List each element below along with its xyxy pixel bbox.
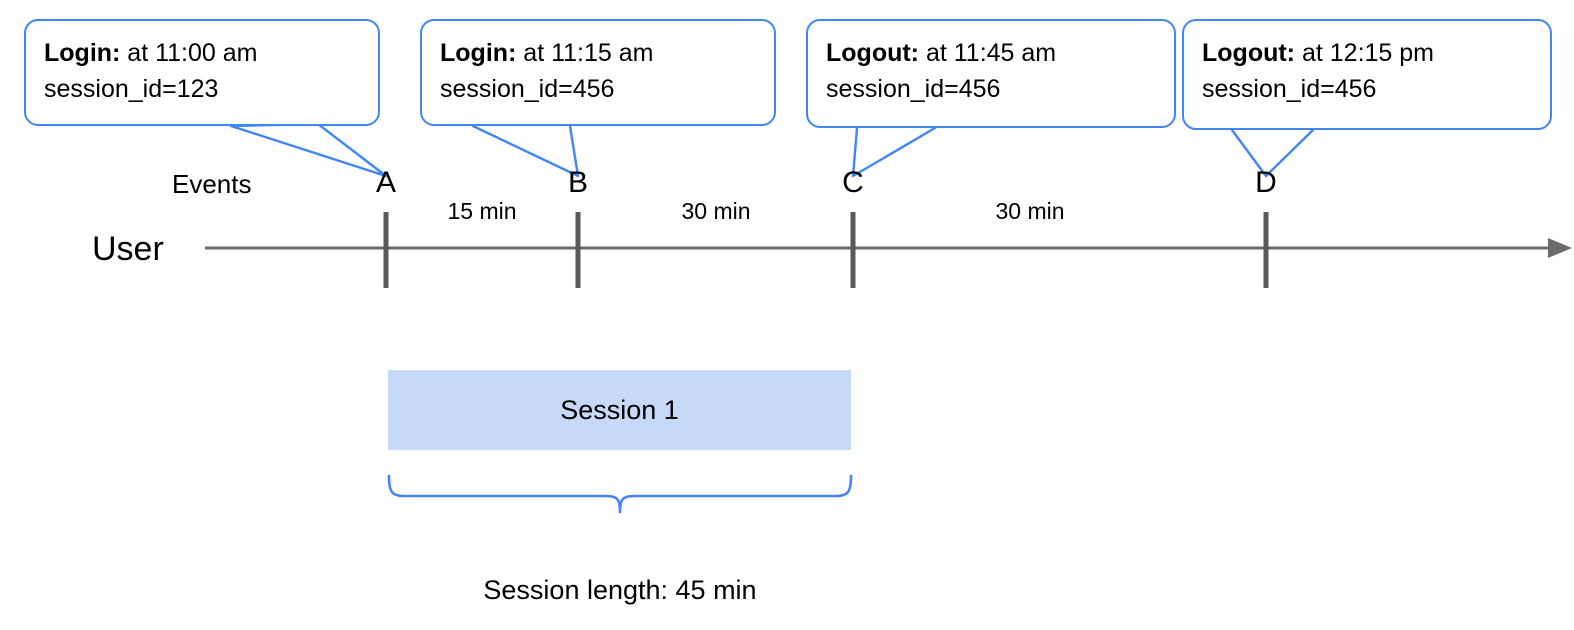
callout-b-lead: Login:: [440, 39, 517, 67]
interval-label-a-b: 15 min: [447, 198, 517, 224]
callout-c-line-2: session_id=456: [826, 75, 1001, 103]
callout-c-lead: Logout:: [826, 39, 920, 67]
callout-d-time: at 12:15 pm: [1295, 39, 1434, 67]
event-letter-b: B: [567, 166, 588, 199]
callout-d-lead: Logout:: [1202, 39, 1296, 67]
callout-b-line-1: Login: at 11:15 am: [440, 35, 756, 71]
session-span-brace: [387, 474, 853, 514]
callout-a-line-1: Login: at 11:00 am: [44, 35, 360, 71]
session-bar[interactable]: Session 1: [388, 370, 851, 450]
callout-d-line-1: Logout: at 12:15 pm: [1202, 35, 1532, 71]
events-row-label: Events: [172, 169, 252, 199]
callout-bubble-d[interactable]: Logout: at 12:15 pm session_id=456: [1182, 19, 1552, 130]
callout-d-line-2: session_id=456: [1202, 75, 1377, 103]
event-letter-a: A: [375, 166, 396, 199]
callout-a-time: at 11:00 am: [120, 39, 258, 67]
callout-c-time: at 11:45 am: [919, 39, 1057, 67]
callout-b-time: at 11:15 am: [516, 39, 654, 67]
timeline-axis-arrowhead: [1548, 238, 1572, 258]
session-length-caption: Session length: 45 min: [483, 575, 757, 605]
callout-bubble-a[interactable]: Login: at 11:00 am session_id=123: [24, 19, 380, 126]
callout-bubble-c[interactable]: Logout: at 11:45 am session_id=456: [806, 19, 1176, 128]
user-row-label: User: [92, 230, 164, 268]
session-bar-label: Session 1: [560, 394, 679, 425]
interval-label-c-d: 30 min: [995, 198, 1065, 224]
interval-label-b-c: 30 min: [681, 198, 751, 224]
event-letter-d: D: [1255, 166, 1277, 199]
event-letter-c: C: [842, 166, 864, 199]
callout-c-line-1: Logout: at 11:45 am: [826, 35, 1156, 71]
callout-bubble-b[interactable]: Login: at 11:15 am session_id=456: [420, 19, 776, 126]
callout-b-line-2: session_id=456: [440, 75, 615, 103]
callout-a-lead: Login:: [44, 39, 121, 67]
callout-a-line-2: session_id=123: [44, 75, 219, 103]
